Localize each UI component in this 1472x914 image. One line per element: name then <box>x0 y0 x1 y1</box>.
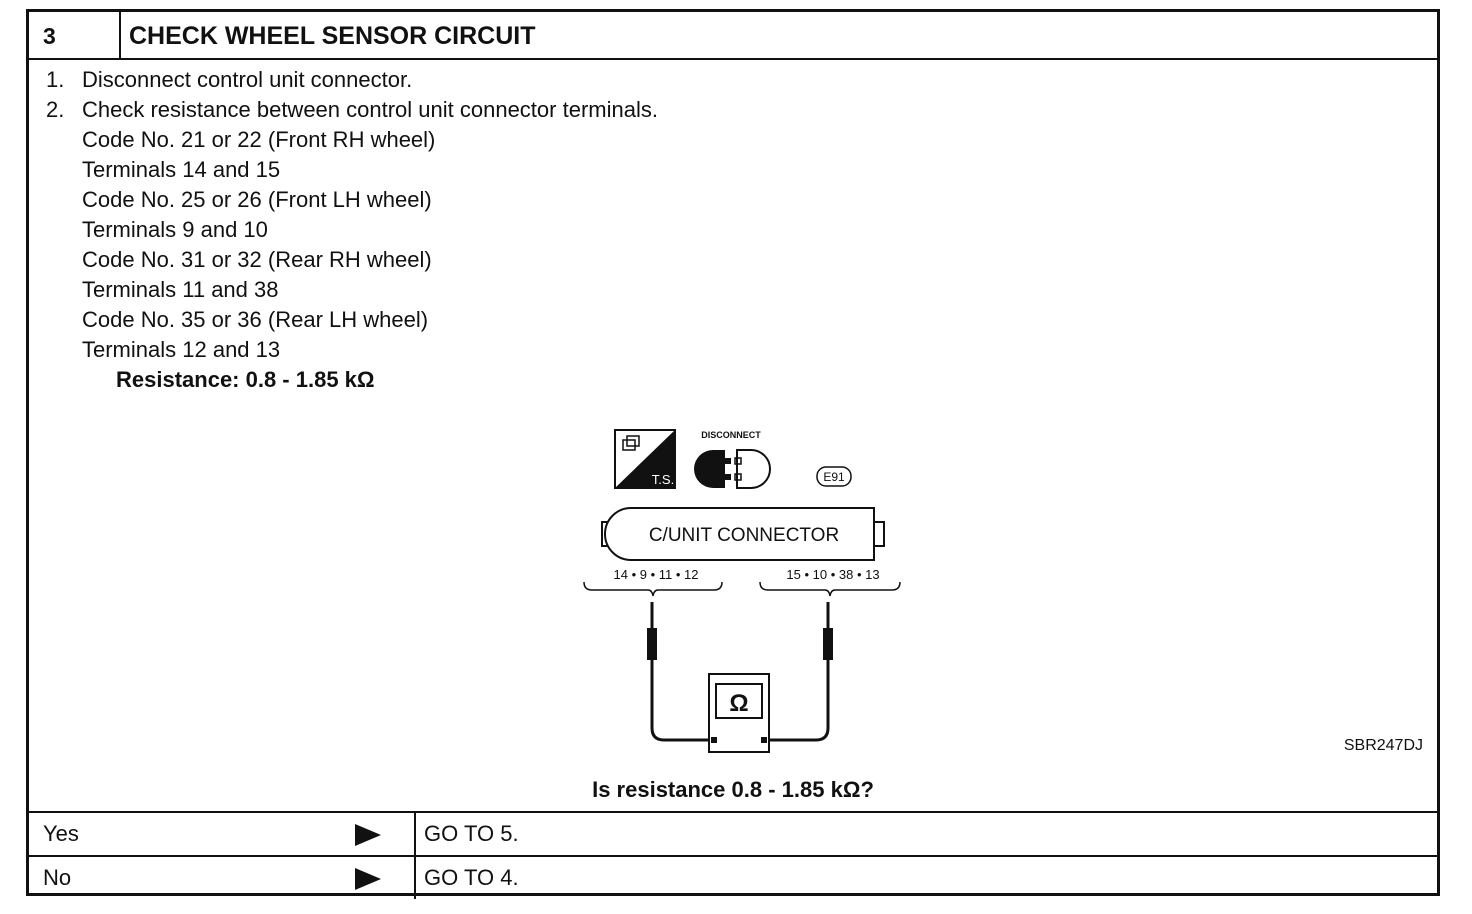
action-label: GO TO 5. <box>414 813 519 855</box>
check-question: Is resistance 0.8 - 1.85 kΩ? <box>592 777 874 802</box>
terminals-line: Terminals 14 and 15 <box>82 157 281 182</box>
meter-symbol: Ω <box>729 690 748 717</box>
connector-code-badge: E91 <box>816 466 852 487</box>
code-line: Code No. 35 or 36 (Rear LH wheel) <box>82 307 429 332</box>
step-index: 1. <box>46 67 65 92</box>
connector-code: E91 <box>823 470 845 484</box>
instruction-list: 1. Disconnect control unit connector. 2. C… <box>46 65 658 395</box>
step-index: 2. <box>46 97 65 122</box>
instruction-step-2: 2. Check resistance between control unit … <box>46 95 658 125</box>
arrow-right-icon <box>355 824 381 846</box>
test-leads <box>647 602 833 742</box>
code-line: Code No. 21 or 22 (Front RH wheel) <box>82 127 436 152</box>
disconnect-label: DISCONNECT <box>701 430 761 440</box>
step-text: Check resistance between control unit co… <box>82 97 658 122</box>
answer-label: Yes <box>43 821 79 846</box>
right-brace <box>759 581 901 597</box>
terminals-line: Terminals 11 and 38 <box>82 277 279 302</box>
step-text: Disconnect control unit connector. <box>82 67 413 92</box>
action-label: GO TO 4. <box>414 857 519 899</box>
procedure-box: 3 CHECK WHEEL SENSOR CIRCUIT 1. Disconnec… <box>26 9 1440 899</box>
code-line: Code No. 25 or 26 (Front LH wheel) <box>82 187 432 212</box>
ts-label: T.S. <box>652 472 674 487</box>
instruction-step-1: 1. Disconnect control unit connector. <box>46 65 658 95</box>
wiring-diagram: T.S. DISCONNECT E91 C/UNIT CONNECTOR 14 … <box>583 429 901 753</box>
cunit-connector: C/UNIT CONNECTOR <box>601 507 885 561</box>
terminals-line: Terminals 9 and 10 <box>82 217 268 242</box>
step-title: CHECK WHEEL SENSOR CIRCUIT <box>129 22 536 50</box>
ohmmeter-icon: Ω <box>708 673 770 753</box>
answer-label: No <box>43 865 72 890</box>
code-line: Code No. 31 or 32 (Rear RH wheel) <box>82 247 432 272</box>
ts-icon: T.S. <box>614 429 676 489</box>
disconnect-icon: DISCONNECT <box>694 430 771 489</box>
left-brace <box>583 581 723 597</box>
terminals-line: Terminals 12 and 13 <box>82 337 281 362</box>
connector-label: C/UNIT CONNECTOR <box>649 525 839 546</box>
result-row-no: No GO TO 4. <box>29 855 1437 899</box>
resistance-spec: Resistance: 0.8 - 1.85 kΩ <box>116 367 375 392</box>
result-row-yes: Yes GO TO 5. <box>29 811 1437 855</box>
left-terminal-labels: 14 • 9 • 11 • 12 <box>614 567 699 582</box>
step-number: 3 <box>29 12 121 58</box>
arrow-right-icon <box>355 868 381 890</box>
right-terminal-labels: 15 • 10 • 38 • 13 <box>786 567 879 582</box>
figure-code: SBR247DJ <box>1343 737 1423 754</box>
step-header: 3 CHECK WHEEL SENSOR CIRCUIT <box>29 12 1437 60</box>
